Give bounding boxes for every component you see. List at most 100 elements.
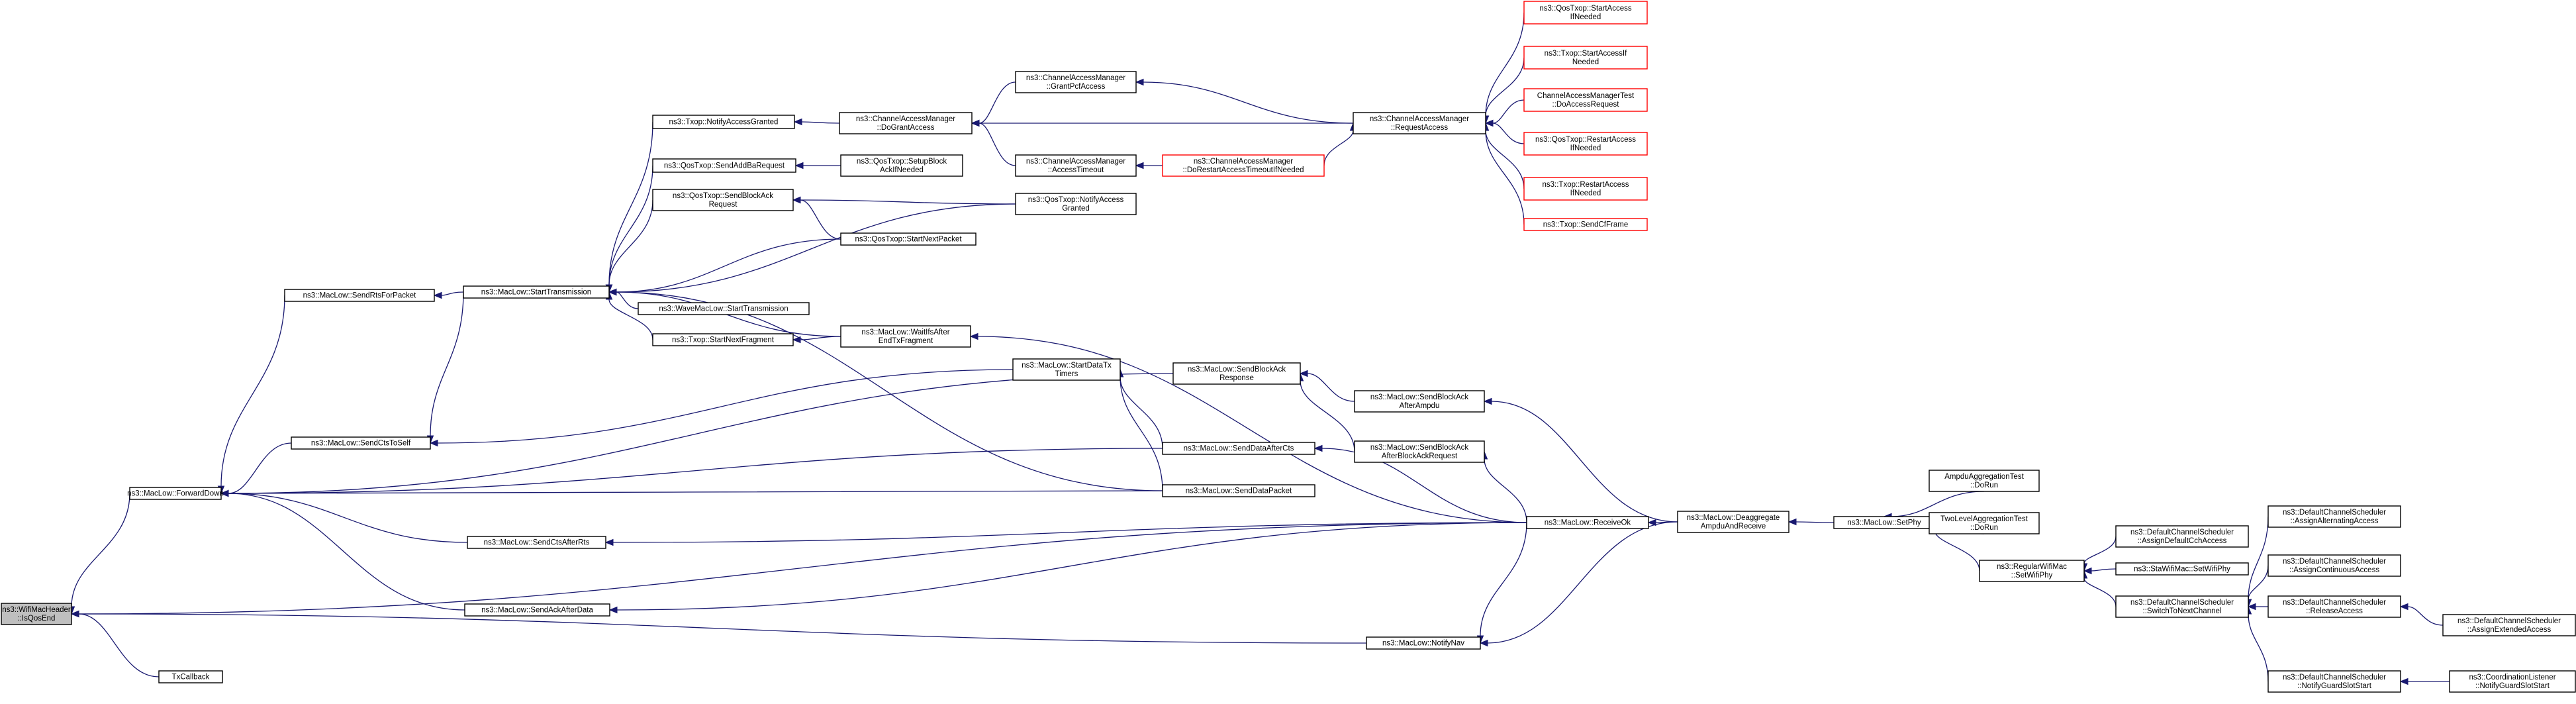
node-dadcca[interactable]: ns3::DefaultChannelScheduler::AssignDefa… <box>2115 525 2249 548</box>
node-cdga[interactable]: ns3::ChannelAccessManager::DoGrantAccess <box>839 112 973 134</box>
node-box-qaddba[interactable] <box>652 158 796 173</box>
node-box-ackdata[interactable] <box>464 603 610 617</box>
node-setphy[interactable]: ns3::MacLow::SetPhy <box>1833 516 1935 529</box>
node-daca[interactable]: ns3::DefaultChannelScheduler::AssignCont… <box>2267 554 2401 577</box>
node-box-ctsself[interactable] <box>291 436 431 450</box>
node-box-r4[interactable] <box>1523 132 1648 156</box>
node-fd[interactable]: ns3::MacLow::ForwardDown <box>127 487 224 500</box>
node-box-sdp[interactable] <box>1162 484 1315 497</box>
node-cat[interactable]: ns3::ChannelAccessManager::AccessTimeout <box>1015 154 1137 177</box>
node-box-dra[interactable] <box>2267 595 2401 618</box>
node-box-qsetup[interactable] <box>840 154 963 177</box>
node-cngss[interactable]: ns3::CoordinationListener::NotifyGuardSl… <box>2449 670 2576 693</box>
node-box-r1[interactable] <box>1523 1 1648 25</box>
node-daaa[interactable]: ns3::DefaultChannelScheduler::AssignAlte… <box>2267 505 2401 528</box>
node-box-r3[interactable] <box>1523 88 1648 112</box>
node-txnag[interactable]: ns3::Txop::NotifyAccessGranted <box>652 115 795 129</box>
node-box-daaa[interactable] <box>2267 505 2401 528</box>
node-box-rts[interactable] <box>284 289 435 302</box>
node-box-dadcca[interactable] <box>2115 525 2249 548</box>
node-aat[interactable]: AmpduAggregationTest::DoRun <box>1929 470 2040 492</box>
node-cra[interactable]: ns3::ChannelAccessManager::RequestAccess <box>1353 112 1486 134</box>
node-qnag[interactable]: ns3::QosTxop::NotifyAccessGranted <box>1015 193 1137 215</box>
node-box-sbaabar[interactable] <box>1354 440 1485 463</box>
node-box-st[interactable] <box>463 285 610 299</box>
node-box-sdtt[interactable] <box>1012 358 1121 381</box>
node-box-cdratn[interactable] <box>1162 154 1325 177</box>
node-tlat[interactable]: TwoLevelAggregationTest::DoRun <box>1929 512 2040 534</box>
node-nnav[interactable]: ns3::MacLow::NotifyNav <box>1366 636 1481 650</box>
node-box-sbar[interactable] <box>1172 362 1301 385</box>
node-box-daca[interactable] <box>2267 554 2401 577</box>
node-ackdata[interactable]: ns3::MacLow::SendAckAfterData <box>464 603 610 617</box>
node-dstnc[interactable]: ns3::DefaultChannelScheduler::SwitchToNe… <box>2115 595 2249 618</box>
node-box-ctsrts[interactable] <box>467 536 606 549</box>
node-box-qnag[interactable] <box>1015 193 1137 215</box>
node-ctsself[interactable]: ns3::MacLow::SendCtsToSelf <box>291 436 431 450</box>
arrowhead-daea-to-dra <box>2399 603 2409 611</box>
node-box-daea[interactable] <box>2442 614 2576 636</box>
node-qsnp[interactable]: ns3::QosTxop::StartNextPacket <box>840 232 977 246</box>
node-cgpcf[interactable]: ns3::ChannelAccessManager::GrantPcfAcces… <box>1015 71 1137 93</box>
node-box-sdac[interactable] <box>1162 442 1315 455</box>
node-box-qsba[interactable] <box>652 189 794 211</box>
node-box-txcb[interactable] <box>158 670 223 683</box>
node-ctsrts[interactable]: ns3::MacLow::SendCtsAfterRts <box>467 536 606 549</box>
node-tsnf[interactable]: ns3::Txop::StartNextFragment <box>652 333 794 346</box>
node-box-nnav[interactable] <box>1366 636 1481 650</box>
node-box-r6[interactable] <box>1523 218 1648 231</box>
node-box-waf[interactable] <box>840 325 971 348</box>
node-box-swm[interactable] <box>2115 562 2249 576</box>
node-box-r5[interactable] <box>1523 177 1648 201</box>
node-box-dar[interactable] <box>1677 511 1789 533</box>
node-st[interactable]: ns3::MacLow::StartTransmission <box>463 285 610 299</box>
node-box-root[interactable] <box>1 603 72 625</box>
node-sbaabar[interactable]: ns3::MacLow::SendBlockAckAfterBlockAckRe… <box>1354 440 1485 463</box>
node-box-rwm[interactable] <box>1979 560 2085 582</box>
node-daea[interactable]: ns3::DefaultChannelScheduler::AssignExte… <box>2442 614 2576 636</box>
node-qaddba[interactable]: ns3::QosTxop::SendAddBaRequest <box>652 158 796 173</box>
node-box-cdga[interactable] <box>839 112 973 134</box>
node-sdac[interactable]: ns3::MacLow::SendDataAfterCts <box>1162 442 1315 455</box>
node-dngss[interactable]: ns3::DefaultChannelScheduler::NotifyGuar… <box>2267 670 2401 693</box>
node-box-r2[interactable] <box>1523 46 1648 70</box>
node-txcb[interactable]: TxCallback <box>158 670 223 683</box>
node-root[interactable]: ns3::WifiMacHeader::IsQosEnd <box>1 603 72 625</box>
node-sdp[interactable]: ns3::MacLow::SendDataPacket <box>1162 484 1315 497</box>
node-box-cra[interactable] <box>1353 112 1486 134</box>
node-box-aat[interactable] <box>1929 470 2040 492</box>
node-r6[interactable]: ns3::Txop::SendCfFrame <box>1523 218 1648 231</box>
node-box-qsnp[interactable] <box>840 232 977 246</box>
node-box-cngss[interactable] <box>2449 670 2576 693</box>
node-box-fd[interactable] <box>129 487 222 500</box>
node-rwm[interactable]: ns3::RegularWifiMac::SetWifiPhy <box>1979 560 2085 582</box>
node-box-cat[interactable] <box>1015 154 1137 177</box>
node-box-dstnc[interactable] <box>2115 595 2249 618</box>
node-swm[interactable]: ns3::StaWifiMac::SetWifiPhy <box>2115 562 2249 576</box>
node-box-wave[interactable] <box>638 302 810 315</box>
node-box-rok[interactable] <box>1526 516 1649 529</box>
node-box-tsnf[interactable] <box>652 333 794 346</box>
node-box-tlat[interactable] <box>1929 512 2040 534</box>
node-box-sbaaa[interactable] <box>1354 390 1485 413</box>
node-rok[interactable]: ns3::MacLow::ReceiveOk <box>1526 516 1649 529</box>
node-rts[interactable]: ns3::MacLow::SendRtsForPacket <box>284 289 435 302</box>
node-box-txnag[interactable] <box>652 115 795 129</box>
node-r3[interactable]: ChannelAccessManagerTest::DoAccessReques… <box>1523 88 1648 112</box>
node-box-cgpcf[interactable] <box>1015 71 1137 93</box>
node-wave[interactable]: ns3::WaveMacLow::StartTransmission <box>638 302 810 315</box>
node-dra[interactable]: ns3::DefaultChannelScheduler::ReleaseAcc… <box>2267 595 2401 618</box>
node-box-dngss[interactable] <box>2267 670 2401 693</box>
node-cdratn[interactable]: ns3::ChannelAccessManager::DoRestartAcce… <box>1162 154 1325 177</box>
